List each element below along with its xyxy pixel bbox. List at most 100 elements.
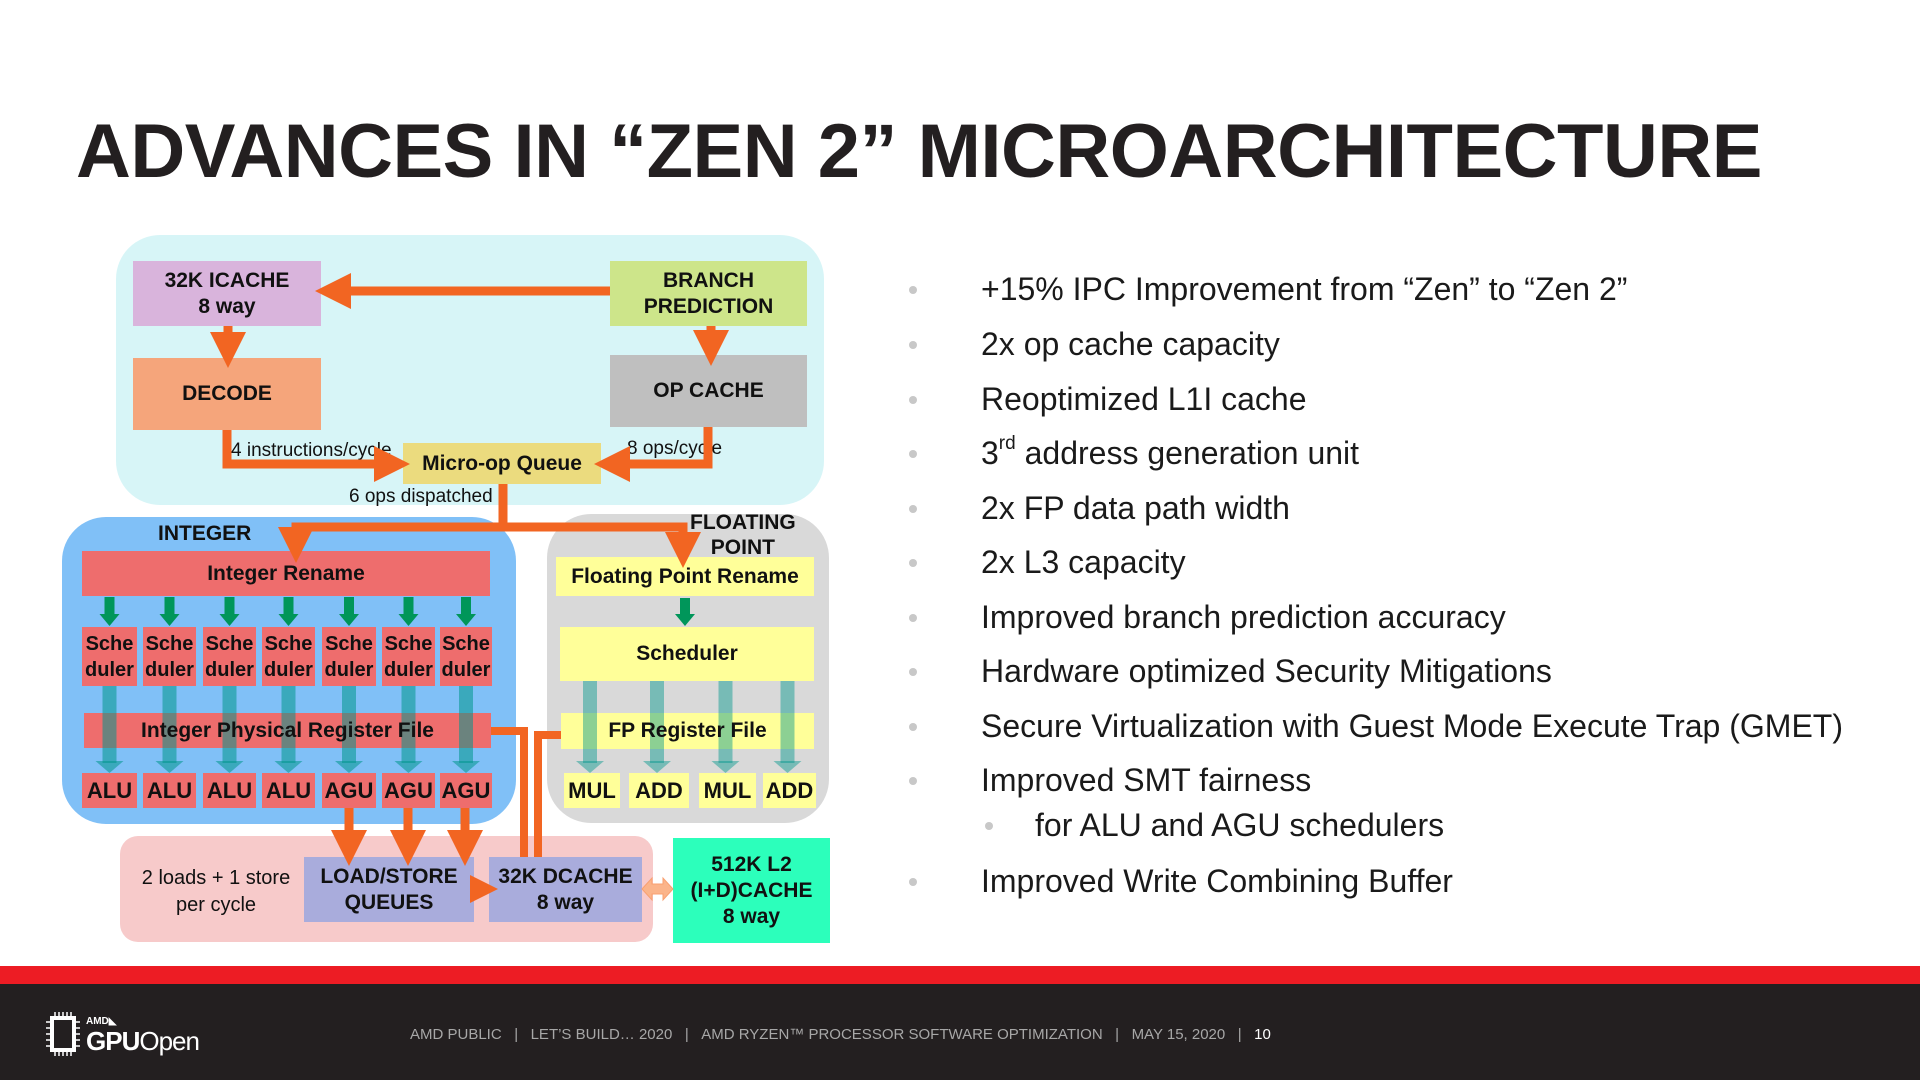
- scheduler-label-2: duler: [264, 658, 313, 681]
- integer-label: INTEGER: [158, 522, 252, 545]
- bullet-item: +15% IPC Improvement from “Zen” to “Zen …: [981, 271, 1628, 307]
- scheduler-label-1: Sche: [325, 632, 373, 655]
- bullet-dot-icon: [909, 341, 917, 349]
- footer-event: LET’S BUILD… 2020: [530, 1026, 673, 1043]
- integer-execution-unit: ALU: [143, 773, 196, 808]
- lsq-label-2: QUEUES: [344, 890, 434, 914]
- bullet-dot-icon: [909, 396, 917, 404]
- lsq-label-1: LOAD/STORE: [320, 864, 458, 888]
- bullet-dot-icon: [909, 505, 917, 513]
- arrow-opcache-to-queue: [594, 427, 713, 482]
- green-arrow-rename-to-scheduler: [339, 597, 359, 626]
- dcache-ways: 8 way: [536, 890, 595, 914]
- integer-scheduler-box: Sche duler: [322, 627, 376, 686]
- bullet-dot-icon: [909, 614, 917, 622]
- integer-scheduler-box: Sche duler: [262, 627, 315, 686]
- green-arrow-rename-to-scheduler: [456, 597, 476, 626]
- footer-date: MAY 15, 2020: [1131, 1026, 1226, 1043]
- bullet-item: Improved branch prediction accuracy: [981, 599, 1506, 635]
- load-store-note-2: per cycle: [175, 894, 257, 916]
- branch-label-2: PREDICTION: [643, 294, 774, 318]
- bullet-dot-icon: [909, 723, 917, 731]
- bullet-item: Secure Virtualization with Guest Mode Ex…: [981, 708, 1843, 744]
- bullet-item: 2x L3 capacity: [981, 544, 1186, 580]
- bullet-dot-icon: [909, 777, 917, 785]
- bullet-dot-icon: [909, 450, 917, 458]
- l2-label-1: 512K L2: [711, 852, 792, 876]
- bullet-item: 2x FP data path width: [981, 490, 1290, 526]
- scheduler-label-2: duler: [145, 658, 194, 681]
- scheduler-label-1: Sche: [145, 632, 194, 655]
- teal-arrow-fp-scheduler-to-unit: [773, 681, 802, 773]
- decode-rate-label: 4 instructions/cycle: [231, 440, 392, 461]
- footer: AMD◣ GPUOpen AMD PUBLIC | LET’S BUILD… 2…: [0, 984, 1920, 1080]
- chip-icon: [46, 1012, 80, 1056]
- fp-execution-unit: MUL: [564, 773, 620, 808]
- fp-scheduler-box: Scheduler: [560, 627, 814, 681]
- bullet-superscript: rd: [998, 433, 1016, 454]
- teal-arrow-scheduler-to-unit: [394, 686, 423, 773]
- page-number: 10: [1254, 1026, 1271, 1043]
- bullet-item: 3rd address generation unit: [981, 433, 1359, 472]
- bullet-dot-icon: [909, 559, 917, 567]
- bullet-item: for ALU and AGU schedulers: [1035, 807, 1445, 843]
- line-fpregfile-to-dcache: [534, 731, 561, 857]
- dcache-label: 32K DCACHE: [498, 864, 633, 888]
- green-arrow-rename-to-scheduler: [219, 597, 240, 626]
- scheduler-label-2: duler: [324, 658, 374, 681]
- fp-execution-unit: ADD: [629, 773, 689, 808]
- icache-ways: 8 way: [198, 294, 256, 318]
- scheduler-label-1: Sche: [442, 632, 490, 655]
- arrow-decode-to-queue: [222, 430, 410, 482]
- footer-classification: AMD PUBLIC: [410, 1026, 502, 1043]
- scheduler-label-1: Sche: [384, 632, 433, 655]
- integer-scheduler-box: Sche duler: [143, 627, 196, 686]
- arrow-dcache-l2: [641, 876, 674, 902]
- op-cache-label: OP CACHE: [653, 379, 764, 402]
- icache-label: 32K ICACHE: [164, 268, 290, 292]
- scheduler-label-1: Sche: [85, 632, 134, 655]
- green-arrow-fp-rename-to-scheduler: [675, 598, 695, 626]
- bullet-dot-icon: [909, 668, 917, 676]
- integer-register-file-label: Integer Physical Register File: [141, 718, 434, 742]
- l2-label-2: (I+D)CACHE: [690, 878, 813, 902]
- fp-execution-unit: MUL: [699, 773, 756, 808]
- footer-text: AMD PUBLIC | LET’S BUILD… 2020 | AMD RYZ…: [410, 1026, 1271, 1043]
- teal-arrow-fp-scheduler-to-unit: [643, 681, 671, 773]
- integer-execution-unit: AGU: [322, 773, 376, 808]
- dispatch-rate-label: 6 ops dispatched: [349, 486, 493, 507]
- integer-execution-unit: ALU: [262, 773, 315, 808]
- fp-rename-label: Floating Point Rename: [571, 564, 799, 588]
- green-arrow-rename-to-scheduler: [99, 597, 120, 626]
- integer-execution-unit: ALU: [203, 773, 256, 808]
- teal-arrow-scheduler-to-unit: [274, 686, 303, 773]
- scheduler-label-1: Sche: [264, 632, 313, 655]
- bullet-item: Reoptimized L1I cache: [981, 381, 1307, 417]
- opcache-rate-label: 8 ops/cycle: [627, 438, 723, 459]
- fp-scheduler-label: Scheduler: [636, 642, 738, 665]
- scheduler-label-2: duler: [205, 658, 254, 681]
- integer-rename-label: Integer Rename: [207, 561, 365, 585]
- teal-arrow-fp-scheduler-to-unit: [711, 681, 740, 773]
- fp-execution-unit: ADD: [763, 773, 816, 808]
- integer-execution-unit: AGU: [382, 773, 435, 808]
- teal-arrow-fp-scheduler-to-unit: [576, 681, 604, 773]
- gpuopen-logo: AMD◣ GPUOpen: [46, 1010, 206, 1058]
- footer-presentation: AMD RYZEN™ PROCESSOR SOFTWARE OPTIMIZATI…: [701, 1026, 1103, 1043]
- micro-op-queue-box: Micro-op Queue: [403, 443, 601, 484]
- arrow-dispatch-fp: [503, 522, 701, 568]
- fp-label-1: FLOATING: [690, 511, 796, 534]
- decode-label: DECODE: [182, 382, 272, 405]
- load-store-note-1: 2 loads + 1 store: [141, 867, 291, 889]
- l2-label-3: 8 way: [722, 904, 781, 928]
- slide-title: ADVANCES IN “ZEN 2” MICROARCHITECTURE: [76, 109, 1762, 194]
- teal-arrow-scheduler-to-unit: [155, 686, 184, 773]
